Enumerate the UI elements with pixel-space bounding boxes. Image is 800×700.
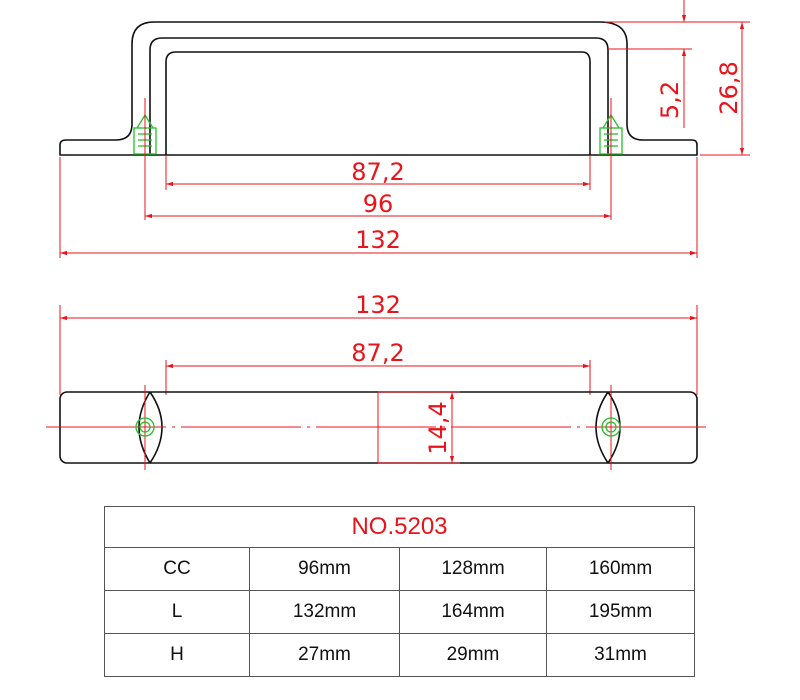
row-label-h: H [104, 633, 250, 677]
dim-top-overall-length: 132 [355, 291, 401, 319]
dim-height: 26,8 [715, 61, 743, 114]
top-view: 132 87,2 14,4 [46, 291, 710, 470]
table-cell: 132mm [249, 590, 400, 634]
table-row: H 27mm 29mm 31mm [104, 633, 695, 677]
table-cell: 31mm [546, 633, 695, 677]
spec-table: NO.5203 CC 96mm 128mm 160mm L 132mm 164m… [104, 506, 695, 677]
dim-thickness: 5,2 [656, 81, 684, 119]
handle-side-inner-outline [149, 37, 609, 155]
table-row: CC 96mm 128mm 160mm [104, 547, 695, 591]
table-cell: 96mm [249, 547, 400, 591]
dim-top-inner-span: 87,2 [351, 339, 404, 367]
hole-left-icon [135, 417, 155, 437]
dim-width: 14,4 [424, 401, 452, 454]
row-label-cc: CC [104, 547, 250, 591]
handle-side-inner-edge [165, 51, 591, 155]
dim-overall-length: 132 [355, 226, 401, 254]
table-cell: 27mm [249, 633, 400, 677]
table-cell: 160mm [546, 547, 695, 591]
row-label-l: L [104, 590, 250, 634]
table-cell: 128mm [399, 547, 547, 591]
dim-inner-span: 87,2 [351, 158, 404, 186]
technical-drawing: 87,2 96 132 5,2 26,8 132 87,2 [46, 0, 750, 470]
table-cell: 164mm [399, 590, 547, 634]
handle-side-outline [59, 21, 698, 156]
spec-table-header-row: NO.5203 [104, 506, 695, 548]
table-row: L 132mm 164mm 195mm [104, 590, 695, 634]
side-view: 87,2 96 132 5,2 26,8 [59, 0, 750, 258]
table-cell: 29mm [399, 633, 547, 677]
hole-right-icon [601, 417, 621, 437]
model-number: NO.5203 [104, 506, 695, 548]
dim-center-distance: 96 [363, 190, 394, 218]
table-cell: 195mm [546, 590, 695, 634]
